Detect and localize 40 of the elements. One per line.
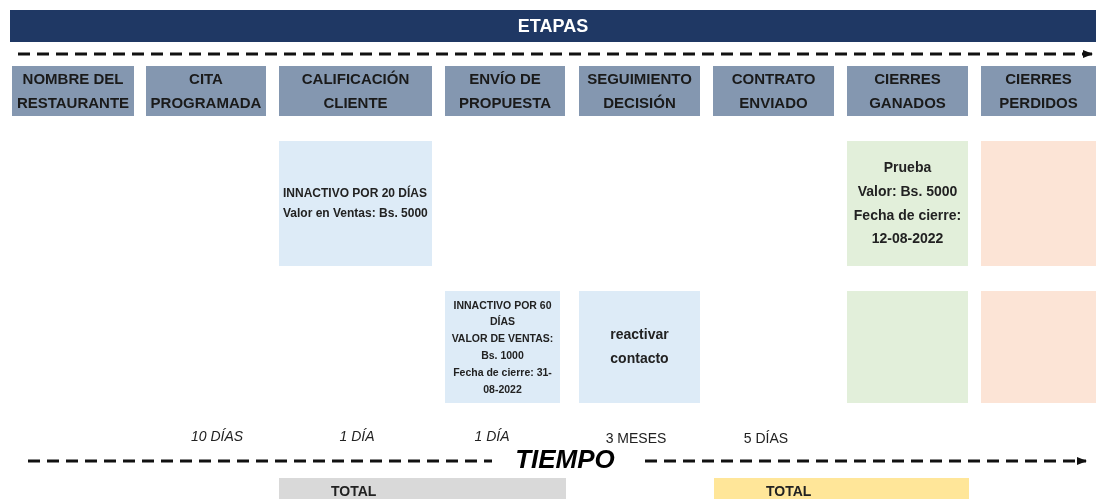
card-text: Valor: Bs. 5000 — [856, 181, 959, 201]
stage-name: SEGUIMIENTO DECISIÓN — [586, 69, 693, 113]
duration-label: 3 MESES — [605, 430, 667, 446]
card-text: INNACTIVO POR 20 DÍAS — [283, 184, 428, 203]
card-text: Valor en Ventas: Bs. 5000 — [283, 204, 428, 222]
stage-name: CONTRATO ENVIADO — [730, 69, 817, 113]
card-text: Prueba — [882, 157, 933, 177]
stage-header — [713, 66, 834, 116]
total-bar — [714, 478, 969, 499]
empty-card — [981, 141, 1096, 266]
total-label: TOTAL — [766, 482, 813, 499]
stage-name: NOMBRE DEL RESTAURANTE — [15, 69, 131, 113]
stage-name: CIERRES PERDIDOS — [998, 69, 1079, 113]
total-bar — [279, 478, 566, 499]
deal-card — [579, 291, 700, 403]
card-text: INNACTIVO POR 60 DÍAS — [452, 297, 553, 330]
card-text: VALOR DE VENTAS: Bs. 1000 — [450, 331, 555, 363]
stage-name: CIERRES GANADOS — [868, 69, 947, 113]
stage-header — [279, 66, 432, 116]
stage-name: ENVÍO DE PROPUESTA — [457, 69, 553, 113]
deal-card — [847, 141, 968, 266]
stage-header — [847, 66, 968, 116]
card-text: Fecha de cierre: 12-08-2022 — [852, 205, 963, 249]
duration-label: 5 DÍAS — [743, 430, 789, 446]
empty-card — [847, 291, 968, 403]
total-label: TOTAL — [331, 482, 378, 499]
card-text: reactivar contacto — [609, 325, 670, 368]
stage-header — [579, 66, 700, 116]
duration-label: 1 DÍA — [339, 428, 375, 444]
deal-card — [445, 291, 560, 403]
stage-name: CALIFICACIÓN CLIENTE — [300, 69, 411, 113]
stage-header — [981, 66, 1096, 116]
stage-header — [445, 66, 565, 116]
stage-name: CITA PROGRAMADA — [149, 69, 263, 113]
title-banner: ETAPAS — [10, 10, 1096, 42]
empty-card — [981, 291, 1096, 403]
duration-label: 1 DÍA — [474, 428, 510, 444]
duration-label: 10 DÍAS — [190, 428, 244, 444]
card-text: Fecha de cierre: 31-08-2022 — [452, 364, 553, 397]
deal-card — [279, 141, 432, 266]
